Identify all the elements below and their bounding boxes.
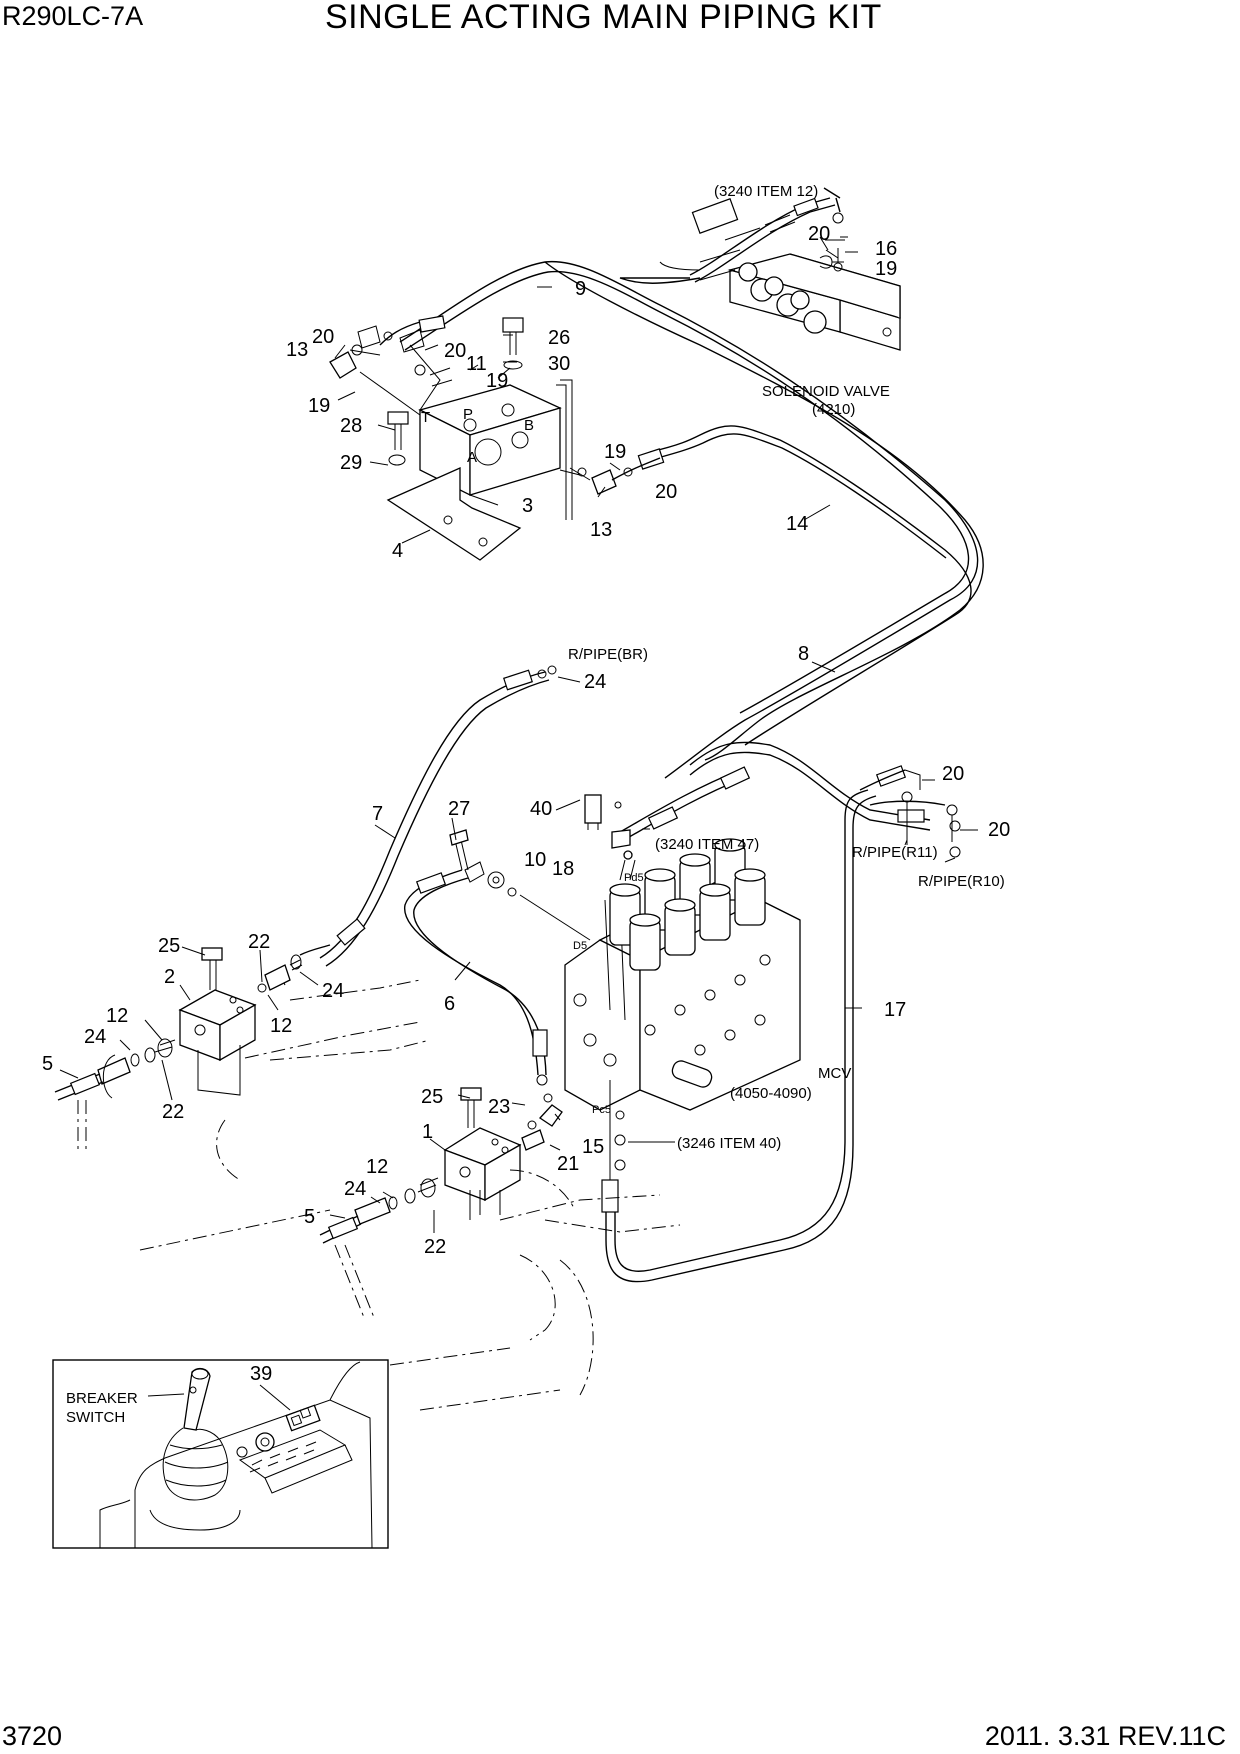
callout-numbers: 1 2 3 4 5 5 6 7 8 9 10 11 12 12 12 13 13… [42, 223, 1010, 1385]
callout-22-mid: 22 [248, 931, 270, 953]
page-number: 3720 [2, 1721, 63, 1751]
callout-20-r11: 20 [942, 763, 964, 785]
pipe-40 [584, 766, 751, 849]
callout-19-right: 19 [604, 441, 626, 463]
callout-16: 16 [875, 238, 897, 260]
port-pc5-label: Pc5 [592, 1104, 611, 1116]
callout-8: 8 [798, 643, 809, 665]
callout-20-block: 20 [444, 340, 466, 362]
callout-22-left: 22 [162, 1101, 184, 1123]
callout-10: 10 [524, 849, 546, 871]
solenoid-valve-label: SOLENOID VALVE [762, 383, 890, 400]
mcv-label: MCV [818, 1065, 851, 1082]
callout-12-bottom: 12 [366, 1156, 388, 1178]
rpipe-br-label: R/PIPE(BR) [568, 646, 648, 663]
callout-9: 9 [575, 278, 586, 300]
ref-3240-item-47: (3240 ITEM 47) [655, 836, 759, 853]
callout-19-left: 19 [308, 395, 330, 417]
ref-3246-item-40: (3246 ITEM 40) [677, 1135, 781, 1152]
callout-4: 4 [392, 540, 403, 562]
callout-12-left: 12 [106, 1005, 128, 1027]
rpipe-r11-label: R/PIPE(R11) [852, 844, 938, 861]
callout-19-solenoid: 19 [875, 258, 897, 280]
callout-24-bottom: 24 [344, 1178, 366, 1200]
pipe-8 [544, 261, 984, 831]
solenoid-valve-assembly [619, 187, 901, 351]
callout-13-bottom: 13 [590, 519, 612, 541]
pipe-9 [399, 260, 979, 779]
port-d5-label: D5 [573, 940, 587, 952]
block-2 [54, 944, 331, 1150]
callout-24-left: 24 [84, 1026, 106, 1048]
page-title: SINGLE ACTING MAIN PIPING KIT [325, 0, 882, 36]
callout-39: 39 [250, 1363, 272, 1385]
bracket-4 [386, 466, 522, 561]
reference-labels: (3240 ITEM 12) SOLENOID VALVE (4210) R/P… [66, 183, 1005, 1426]
ref-3240-item-12: (3240 ITEM 12) [714, 183, 818, 200]
callout-40: 40 [530, 798, 552, 820]
breaker-switch-inset [52, 1359, 389, 1549]
callout-11: 11 [466, 353, 487, 375]
callout-24-rpipe: 24 [584, 671, 606, 693]
mcv-ref: (4050-4090) [730, 1085, 812, 1102]
callout-24-mid: 24 [322, 980, 344, 1002]
callout-29: 29 [340, 452, 362, 474]
callout-30: 30 [548, 353, 570, 375]
leader-lines [59, 236, 978, 1233]
callout-2: 2 [164, 966, 175, 988]
port-b-label: B [524, 417, 534, 434]
callout-20-right: 20 [655, 481, 677, 503]
callout-17: 17 [884, 999, 906, 1021]
pipe-14 [649, 425, 972, 746]
callout-7: 7 [372, 803, 383, 825]
callout-19-block: 19 [486, 370, 508, 392]
callout-3: 3 [522, 495, 533, 517]
callout-20-top-left: 20 [312, 326, 334, 348]
callout-18: 18 [552, 858, 574, 880]
callout-26: 26 [548, 327, 570, 349]
solenoid-valve-ref: (4210) [812, 401, 855, 418]
port-a-label: A [467, 449, 477, 466]
breaker-switch-label-line-2: SWITCH [66, 1409, 125, 1426]
port-pd5-label: Pd5 [624, 872, 644, 884]
callout-5-bottom: 5 [304, 1206, 315, 1228]
callout-13-top: 13 [286, 339, 308, 361]
cab-outline [139, 979, 681, 1411]
model-code: R290LC-7A [2, 1, 144, 31]
callout-23: 23 [488, 1096, 510, 1118]
callout-20-solenoid: 20 [808, 223, 830, 245]
port-t-label: T [421, 409, 430, 426]
callout-15: 15 [582, 1136, 604, 1158]
pipe-7 [319, 665, 557, 967]
port-p-label: P [463, 406, 473, 423]
pipe-17 [601, 789, 877, 1283]
rpipe-r10-label: R/PIPE(R10) [918, 873, 1005, 890]
callout-25-left: 25 [158, 935, 180, 957]
callout-27: 27 [448, 798, 470, 820]
rpipe-r10-r11-fittings [859, 765, 961, 858]
block-1 [319, 1087, 576, 1321]
callout-1: 1 [422, 1121, 433, 1143]
callout-5-left: 5 [42, 1053, 53, 1075]
callout-22-bottom: 22 [424, 1236, 446, 1258]
callout-14: 14 [786, 513, 808, 535]
callout-6: 6 [444, 993, 455, 1015]
callout-28: 28 [340, 415, 362, 437]
breaker-switch-label-line-1: BREAKER [66, 1390, 138, 1407]
port-labels: T P A B Pd5 D5 Pc5 [421, 406, 644, 1116]
callout-12-mid: 12 [270, 1015, 292, 1037]
block-fittings [329, 315, 665, 495]
pipe-6 [404, 829, 591, 1086]
callout-20-r10: 20 [988, 819, 1010, 841]
revision-date: 2011. 3.31 REV.11C [984, 1721, 1226, 1751]
callout-21: 21 [557, 1153, 579, 1175]
callout-25-bottom: 25 [421, 1086, 443, 1108]
mcv-main-control-valve [564, 801, 801, 1111]
